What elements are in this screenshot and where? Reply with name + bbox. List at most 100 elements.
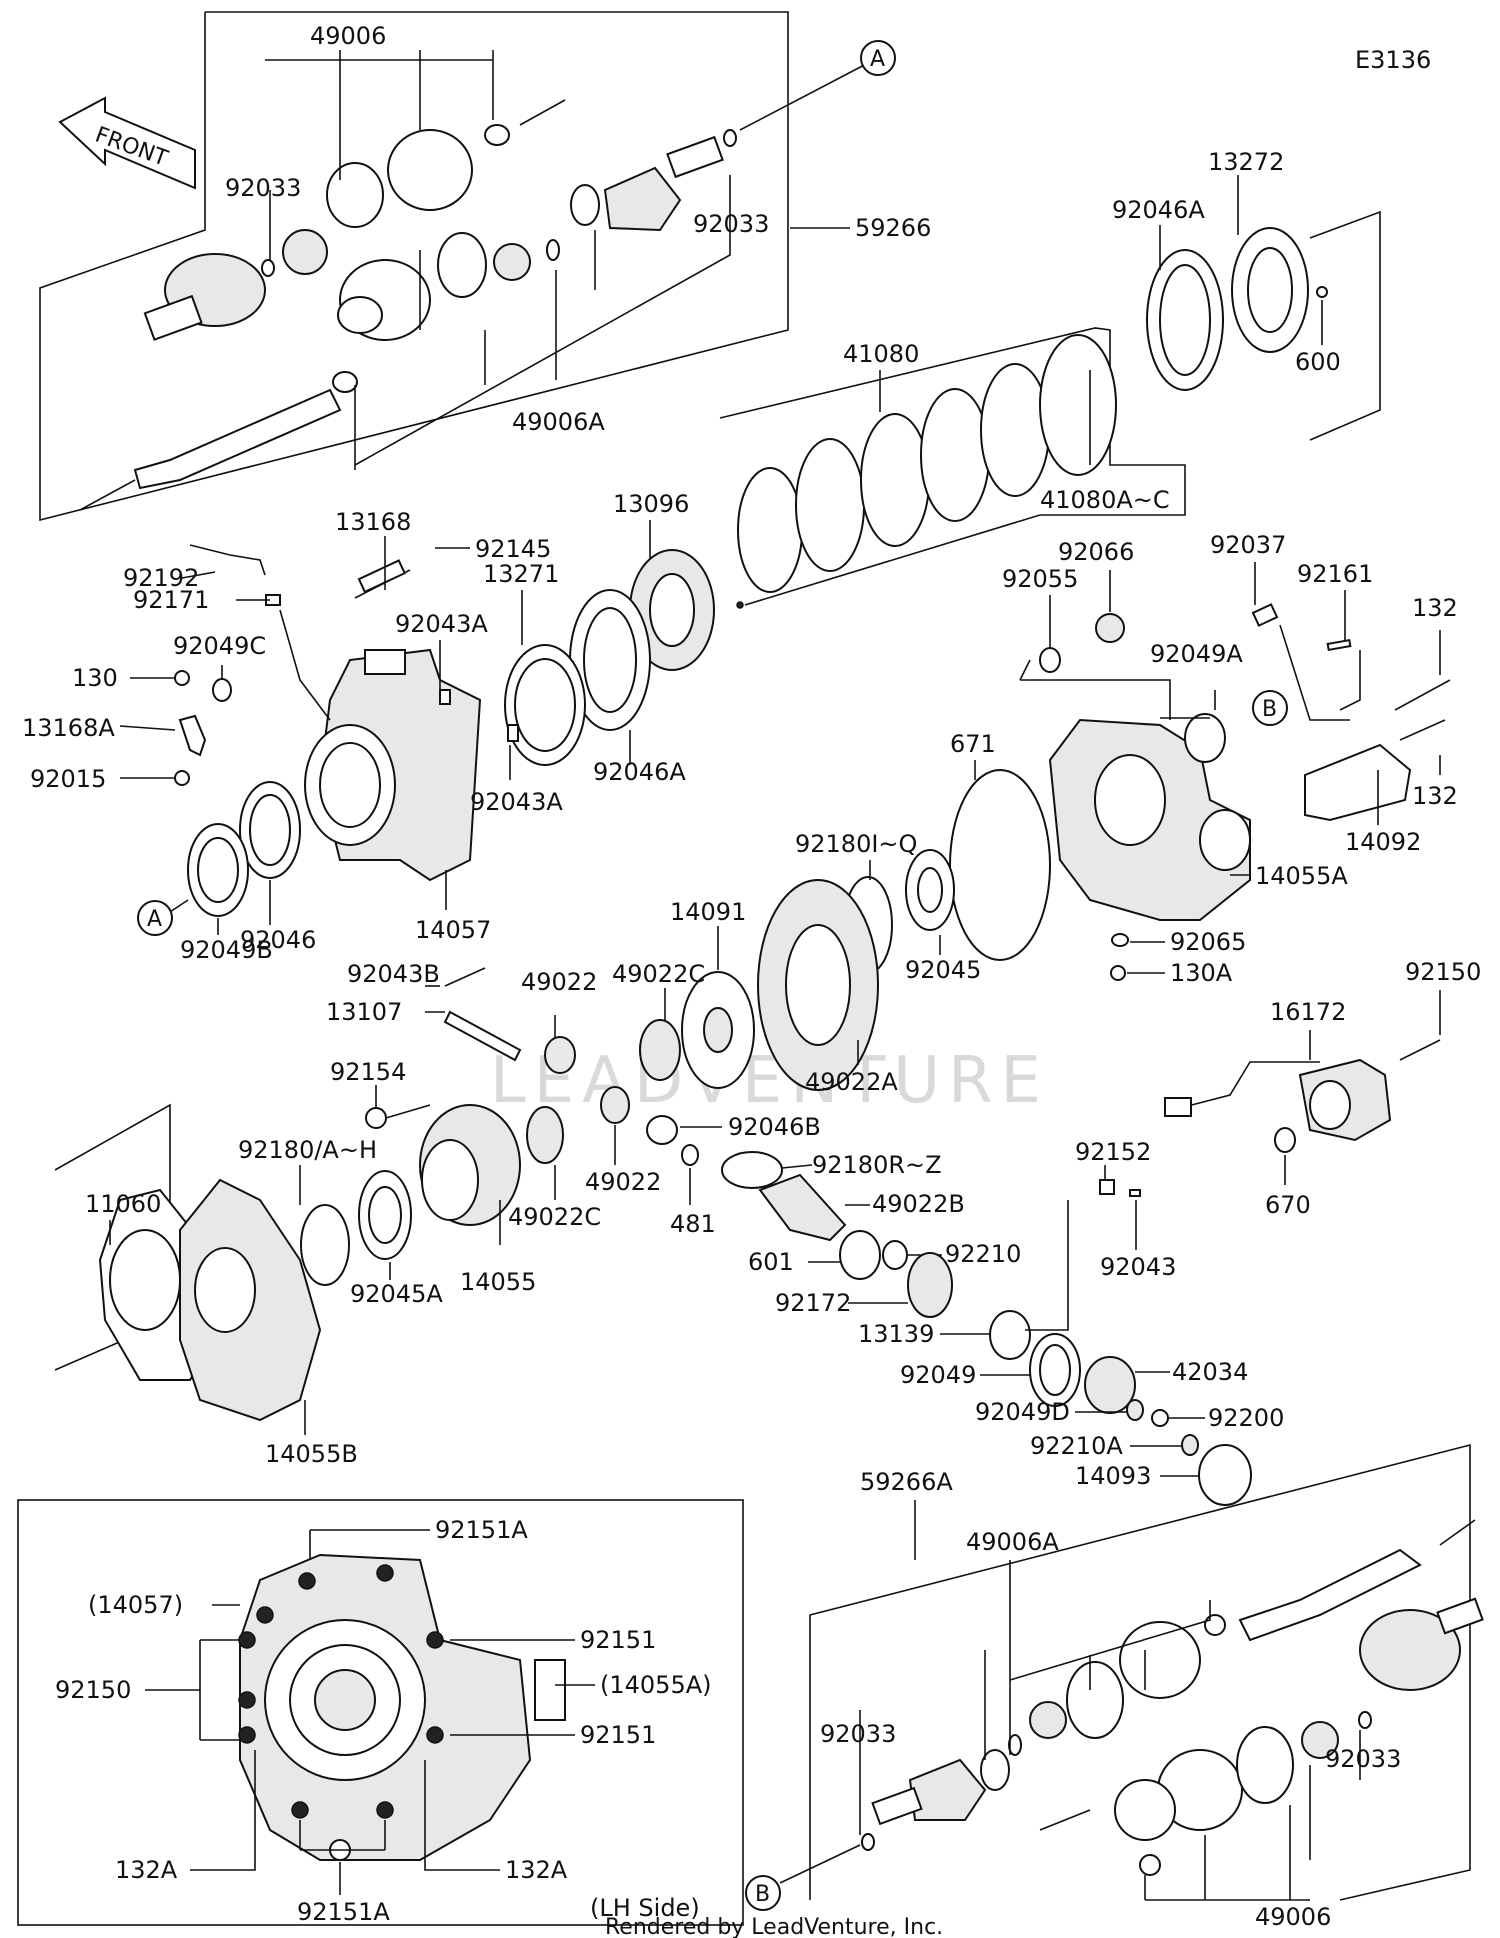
label-92066: 92066	[1058, 538, 1134, 566]
label-49006-top: 49006	[310, 22, 386, 50]
label-92037: 92037	[1210, 531, 1286, 559]
label-92161: 92161	[1297, 560, 1373, 588]
label-14055A: 14055A	[1255, 862, 1348, 890]
label-92065: 92065	[1170, 928, 1246, 956]
actuator-group	[1164, 990, 1441, 1185]
label-41080: 41080	[843, 340, 919, 368]
footer-credit: Rendered by LeadVenture, Inc.	[605, 1915, 943, 1938]
label-92043: 92043	[1100, 1253, 1176, 1281]
label-92180IQ: 92180I~Q	[795, 830, 917, 858]
watermark: LEADVENTURE	[490, 1044, 1049, 1118]
label-92152: 92152	[1075, 1138, 1151, 1166]
inset-caption: (LH Side)	[590, 1894, 700, 1922]
label-92049D: 92049D	[975, 1398, 1070, 1426]
label-92033-br: 92033	[1325, 1745, 1401, 1773]
label-92049C: 92049C	[173, 632, 266, 660]
differential-gears	[365, 849, 955, 1245]
label-16172: 16172	[1270, 998, 1346, 1026]
front-arrow-icon: FRONT	[58, 96, 196, 190]
label-670: 670	[1265, 1191, 1311, 1219]
label-14092: 14092	[1345, 828, 1421, 856]
inset-label-92151-2: 92151	[580, 1721, 656, 1749]
label-600: 600	[1295, 348, 1341, 376]
label-92015: 92015	[30, 765, 106, 793]
svg-text:B: B	[755, 1882, 770, 1907]
drive-shaft-assembly-bottom	[779, 1443, 1484, 1901]
label-92045: 92045	[905, 956, 981, 984]
lh-side-inset	[17, 1499, 744, 1926]
label-92210: 92210	[945, 1240, 1021, 1268]
thrust-washer-group-right	[1146, 175, 1381, 441]
label-49022C-top: 49022C	[612, 960, 705, 988]
svg-text:A: A	[870, 47, 885, 72]
label-13168: 13168	[335, 508, 411, 536]
label-92200: 92200	[1208, 1404, 1284, 1432]
label-92171: 92171	[133, 586, 209, 614]
inset-label-92150: 92150	[55, 1676, 131, 1704]
label-13096: 13096	[613, 490, 689, 518]
label-92043B: 92043B	[347, 960, 440, 988]
label-14091: 14091	[670, 898, 746, 926]
label-13168A: 13168A	[22, 714, 115, 742]
label-92046A-top: 92046A	[1112, 196, 1205, 224]
inset-label-92151-1: 92151	[580, 1626, 656, 1654]
label-132-bot: 132	[1412, 782, 1458, 810]
label-92180RZ: 92180R~Z	[812, 1151, 942, 1179]
label-59266: 59266	[855, 214, 931, 242]
label-92210A: 92210A	[1030, 1432, 1123, 1460]
callout-a-top: A	[860, 40, 896, 76]
left-cover-group	[54, 1103, 412, 1435]
drive-shaft-assembly-top	[39, 11, 871, 522]
label-49006A-top: 49006A	[512, 408, 605, 436]
label-92049A: 92049A	[1150, 640, 1243, 668]
label-14093: 14093	[1075, 1462, 1151, 1490]
right-housing-14055A	[949, 562, 1451, 981]
label-92049B: 92049B	[180, 936, 273, 964]
label-92043A-1: 92043A	[395, 610, 488, 638]
clutch-plate-stack	[719, 327, 1186, 609]
label-49022-bot: 49022	[585, 1168, 661, 1196]
label-49022-top: 49022	[521, 968, 597, 996]
label-92046: 92046	[240, 926, 316, 954]
pinion-shaft-group	[721, 1151, 1252, 1506]
inset-label-14055A: (14055A)	[600, 1671, 712, 1699]
label-92049: 92049	[900, 1361, 976, 1389]
label-671: 671	[950, 730, 996, 758]
label-11060: 11060	[85, 1190, 161, 1218]
label-14055B: 14055B	[265, 1440, 358, 1468]
label-92033-bl: 92033	[820, 1720, 896, 1748]
svg-text:B: B	[1262, 697, 1277, 722]
label-601: 601	[748, 1248, 794, 1276]
label-92046A-mid: 92046A	[593, 758, 686, 786]
label-92150-r: 92150	[1405, 958, 1481, 986]
label-92055: 92055	[1002, 565, 1078, 593]
inset-label-92151A-top: 92151A	[435, 1516, 528, 1544]
label-41080AC: 41080A~C	[1040, 486, 1170, 514]
label-49022C-bot: 49022C	[508, 1203, 601, 1231]
label-13139: 13139	[858, 1320, 934, 1348]
label-49022A: 49022A	[805, 1068, 898, 1096]
callout-b-bottom: B	[745, 1875, 781, 1911]
inset-label-132A-right: 132A	[505, 1856, 568, 1884]
callout-b-right: B	[1252, 690, 1288, 726]
diagram-code: E3136	[1355, 46, 1431, 74]
label-92045A: 92045A	[350, 1280, 443, 1308]
label-92043A-2: 92043A	[470, 788, 563, 816]
label-92154: 92154	[330, 1058, 406, 1086]
label-42034: 42034	[1172, 1358, 1248, 1386]
label-92033-tr: 92033	[693, 210, 769, 238]
label-92192: 92192	[123, 564, 199, 592]
left-housing-14057	[119, 536, 519, 935]
label-92145: 92145	[475, 535, 551, 563]
label-132-top: 132	[1412, 594, 1458, 622]
label-13271: 13271	[483, 560, 559, 588]
label-92180AH: 92180/A~H	[238, 1136, 377, 1164]
svg-text:A: A	[147, 907, 162, 932]
label-13107: 13107	[326, 998, 402, 1026]
label-14057: 14057	[415, 916, 491, 944]
label-92172: 92172	[775, 1289, 851, 1317]
label-49006A-bot: 49006A	[966, 1528, 1059, 1556]
inset-label-14057: (14057)	[88, 1591, 183, 1619]
label-14055: 14055	[460, 1268, 536, 1296]
